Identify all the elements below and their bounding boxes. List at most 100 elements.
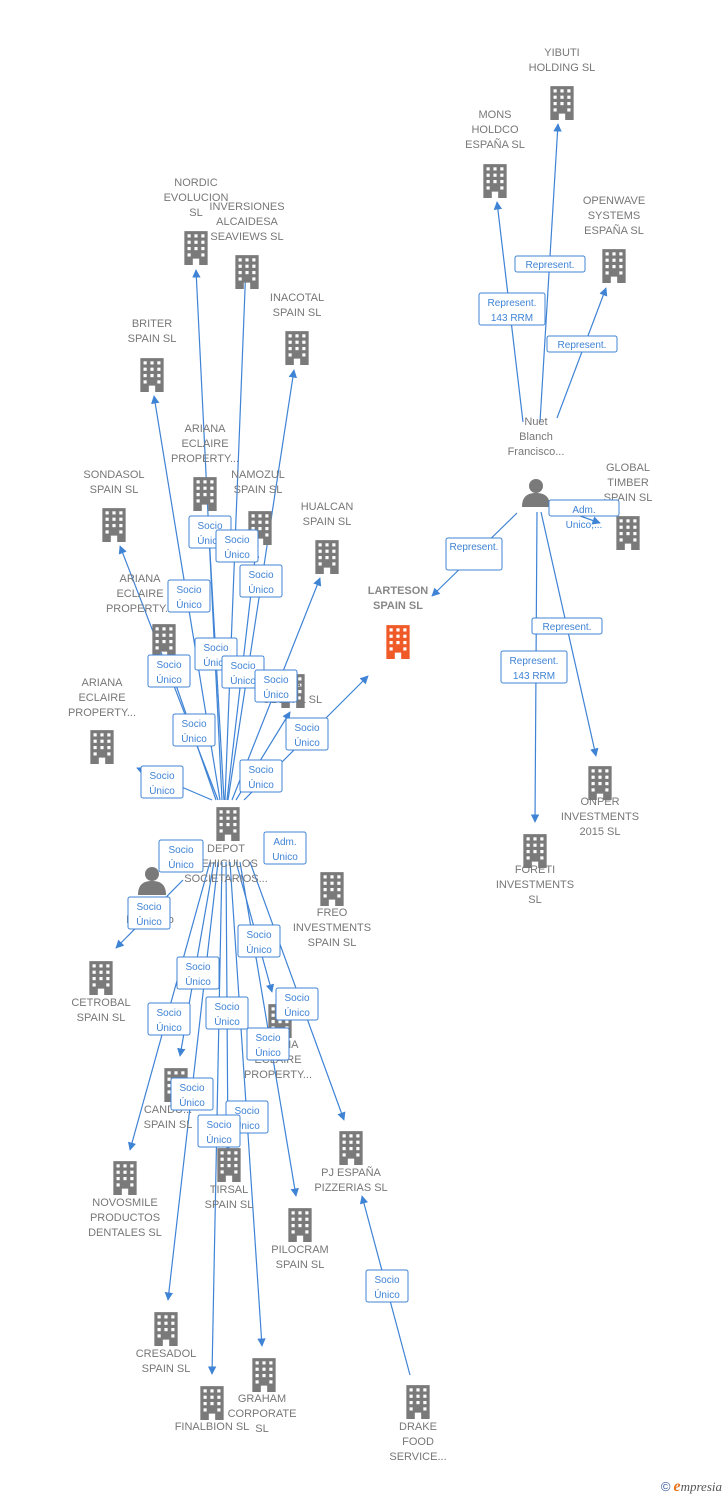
edge-label-text: Represent.	[450, 542, 499, 553]
building-icon[interactable]	[200, 1386, 224, 1420]
node-nuet[interactable]: NuetBlanchFrancisco...	[508, 416, 565, 507]
person-icon[interactable]	[522, 479, 550, 507]
building-icon[interactable]	[184, 231, 208, 265]
building-icon[interactable]	[216, 807, 240, 841]
building-icon[interactable]	[602, 249, 626, 283]
edge-label-text: 143 RRM	[513, 671, 555, 682]
node-label-line: PIZZERIAS SL	[314, 1182, 387, 1194]
brand-name: mpresia	[680, 1479, 722, 1494]
node-label-line: ESPAÑA SL	[584, 224, 644, 237]
building-icon[interactable]	[252, 1358, 276, 1392]
edge-label: Adm.Unico	[263, 831, 307, 865]
node-ariana3[interactable]: ARIANAECLAIREPROPERTY...	[68, 677, 136, 764]
empresia-watermark: ©empresia	[661, 1478, 722, 1496]
building-icon[interactable]	[285, 331, 309, 365]
node-label-line: INVESTMENTS	[293, 922, 371, 934]
edge-label-box	[205, 996, 249, 1030]
node-label-line: EVOLUCION	[164, 192, 229, 204]
building-icon[interactable]	[154, 1312, 178, 1346]
building-icon[interactable]	[140, 358, 164, 392]
node-label-line: INVESTMENTS	[496, 879, 574, 891]
node-label-line: SERVICE...	[389, 1451, 446, 1463]
building-icon[interactable]	[89, 961, 113, 995]
edge-label-text: Único	[214, 1015, 240, 1028]
edge-label-text: Represent.	[510, 656, 559, 667]
node-label-line: FORETI	[515, 864, 555, 876]
edge-label-box	[531, 617, 603, 635]
edge-label-text: Socio	[234, 1106, 259, 1117]
node-label-line: SONDASOL	[83, 469, 144, 481]
edge-label-text: Socio	[374, 1275, 399, 1286]
node-label-line: HOLDING SL	[529, 62, 596, 74]
node-label-line: 2015 SL	[580, 826, 621, 838]
building-icon[interactable]	[102, 508, 126, 542]
node-label-line: DRAKE	[399, 1421, 437, 1433]
building-icon[interactable]	[483, 164, 507, 198]
building-icon[interactable]	[113, 1161, 137, 1195]
edge-label-text: Único	[224, 548, 250, 561]
edge-label-text: Socio	[197, 521, 222, 532]
node-label-line: OPENWAVE	[583, 195, 645, 207]
building-icon[interactable]	[550, 86, 574, 120]
edge-label-text: Socio	[136, 902, 161, 913]
building-icon[interactable]	[616, 516, 640, 550]
building-icon[interactable]	[288, 1208, 312, 1242]
edge-label-text: Único	[181, 732, 207, 745]
building-icon[interactable]	[339, 1131, 363, 1165]
building-icon[interactable]	[588, 766, 612, 800]
edge-label-text: Único	[206, 1133, 232, 1146]
building-icon[interactable]	[90, 730, 114, 764]
building-icon[interactable]	[386, 625, 410, 659]
building-icon[interactable]	[152, 624, 176, 658]
building-icon[interactable]	[235, 255, 259, 289]
building-icon[interactable]	[406, 1385, 430, 1419]
node-ariana1[interactable]: ARIANAECLAIREPROPERTY...	[171, 423, 239, 511]
node-label-line: SOCIETARIOS...	[184, 873, 268, 885]
node-ariana2[interactable]: ARIANAECLAIREPROPERTY...	[106, 573, 176, 658]
edge-label-text: Unico,...	[566, 520, 603, 531]
edge-label-box	[176, 956, 220, 990]
edge-label-box	[548, 499, 620, 517]
node-depot[interactable]: DEPOTVEHICULOSSOCIETARIOS...	[184, 807, 268, 885]
building-icon[interactable]	[320, 872, 344, 906]
node-finalbion[interactable]: FINALBION SL	[175, 1386, 250, 1433]
building-icon[interactable]	[523, 834, 547, 868]
node-label-line: SL	[189, 207, 202, 219]
building-icon[interactable]	[193, 477, 217, 511]
edge-label-text: Único	[263, 688, 289, 701]
building-icon[interactable]	[315, 540, 339, 574]
edge-label-text: Socio	[156, 1008, 181, 1019]
edge-line	[556, 287, 608, 419]
building-icon[interactable]	[217, 1148, 241, 1182]
node-drake[interactable]: DRAKEFOODSERVICE...	[389, 1385, 447, 1463]
edge-label-box	[246, 1027, 290, 1061]
